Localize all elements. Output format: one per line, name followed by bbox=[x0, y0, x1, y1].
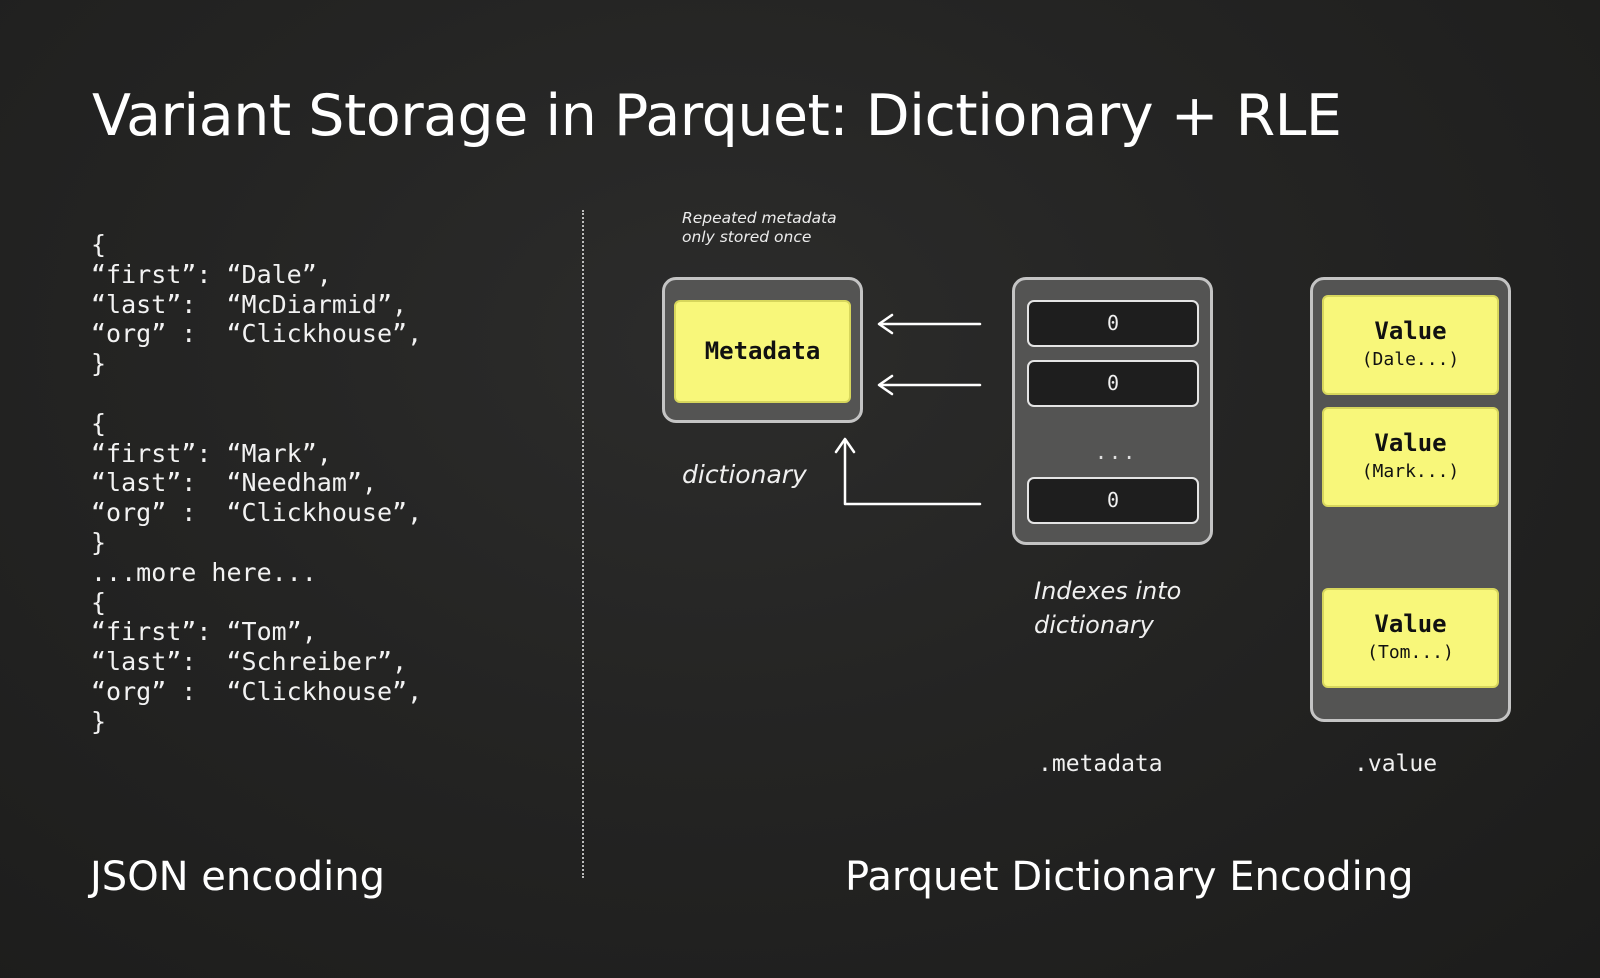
json-line: } bbox=[91, 527, 107, 557]
parquet-encoding-caption: Parquet Dictionary Encoding bbox=[845, 854, 1414, 900]
json-line: “org” : “Clickhouse”, bbox=[91, 498, 423, 528]
dictionary-note: Repeated metadata only stored once bbox=[682, 209, 872, 247]
page-title: Variant Storage in Parquet: Dictionary +… bbox=[92, 83, 1342, 149]
value-cell: Value (Dale...) bbox=[1322, 295, 1499, 395]
index-container: 0 0 0 bbox=[1012, 277, 1213, 545]
value-cell-title: Value bbox=[1374, 429, 1447, 457]
value-cell-title: Value bbox=[1374, 610, 1447, 638]
note-line: Repeated metadata bbox=[682, 209, 837, 227]
index-label: Indexes into dictionary bbox=[1034, 574, 1181, 642]
dictionary-container: Metadata bbox=[662, 277, 863, 423]
value-container: Value (Dale...) Value (Mark...) Value (T… bbox=[1310, 277, 1511, 722]
index-ellipsis: ... bbox=[1095, 440, 1138, 464]
value-cell-sub: (Tom...) bbox=[1367, 642, 1454, 663]
index-label-line: dictionary bbox=[1034, 611, 1154, 639]
json-line: “last”: “Needham”, bbox=[91, 468, 377, 498]
json-line: “last”: “McDiarmid”, bbox=[91, 289, 408, 319]
json-line: } bbox=[91, 706, 107, 736]
dictionary-label: dictionary bbox=[682, 460, 807, 489]
arrow-index-to-dictionary bbox=[834, 437, 982, 506]
json-line: “first”: “Dale”, bbox=[91, 259, 332, 289]
value-cell-title: Value bbox=[1374, 317, 1447, 345]
json-line: “org” : “Clickhouse”, bbox=[91, 319, 423, 349]
json-code-block: {“first”: “Dale”,“last”: “McDiarmid”,“or… bbox=[91, 230, 422, 737]
json-line: { bbox=[91, 408, 107, 438]
arrow-index-to-dictionary bbox=[877, 374, 982, 396]
json-line: } bbox=[91, 349, 107, 379]
json-encoding-caption: JSON encoding bbox=[90, 854, 385, 900]
json-line: “last”: “Schreiber”, bbox=[91, 647, 408, 677]
index-cell: 0 bbox=[1027, 477, 1199, 524]
index-label-line: Indexes into bbox=[1034, 577, 1182, 605]
value-cell-sub: (Dale...) bbox=[1361, 349, 1460, 370]
value-column-label: .value bbox=[1354, 751, 1438, 777]
metadata-cell: Metadata bbox=[674, 300, 851, 403]
value-cell: Value (Tom...) bbox=[1322, 588, 1499, 688]
json-line: ...more here... bbox=[91, 557, 317, 587]
value-cell: Value (Mark...) bbox=[1322, 407, 1499, 507]
json-line: { bbox=[91, 230, 107, 259]
section-divider bbox=[582, 210, 584, 878]
value-cell-sub: (Mark...) bbox=[1361, 461, 1460, 482]
json-line: { bbox=[91, 587, 107, 617]
index-cell: 0 bbox=[1027, 300, 1199, 347]
note-line: only stored once bbox=[682, 228, 812, 246]
json-line: “first”: “Tom”, bbox=[91, 617, 317, 647]
json-line: “org” : “Clickhouse”, bbox=[91, 676, 423, 706]
json-line: “first”: “Mark”, bbox=[91, 438, 332, 468]
arrow-index-to-dictionary bbox=[877, 313, 982, 335]
metadata-column-label: .metadata bbox=[1038, 751, 1163, 777]
index-cell: 0 bbox=[1027, 360, 1199, 407]
